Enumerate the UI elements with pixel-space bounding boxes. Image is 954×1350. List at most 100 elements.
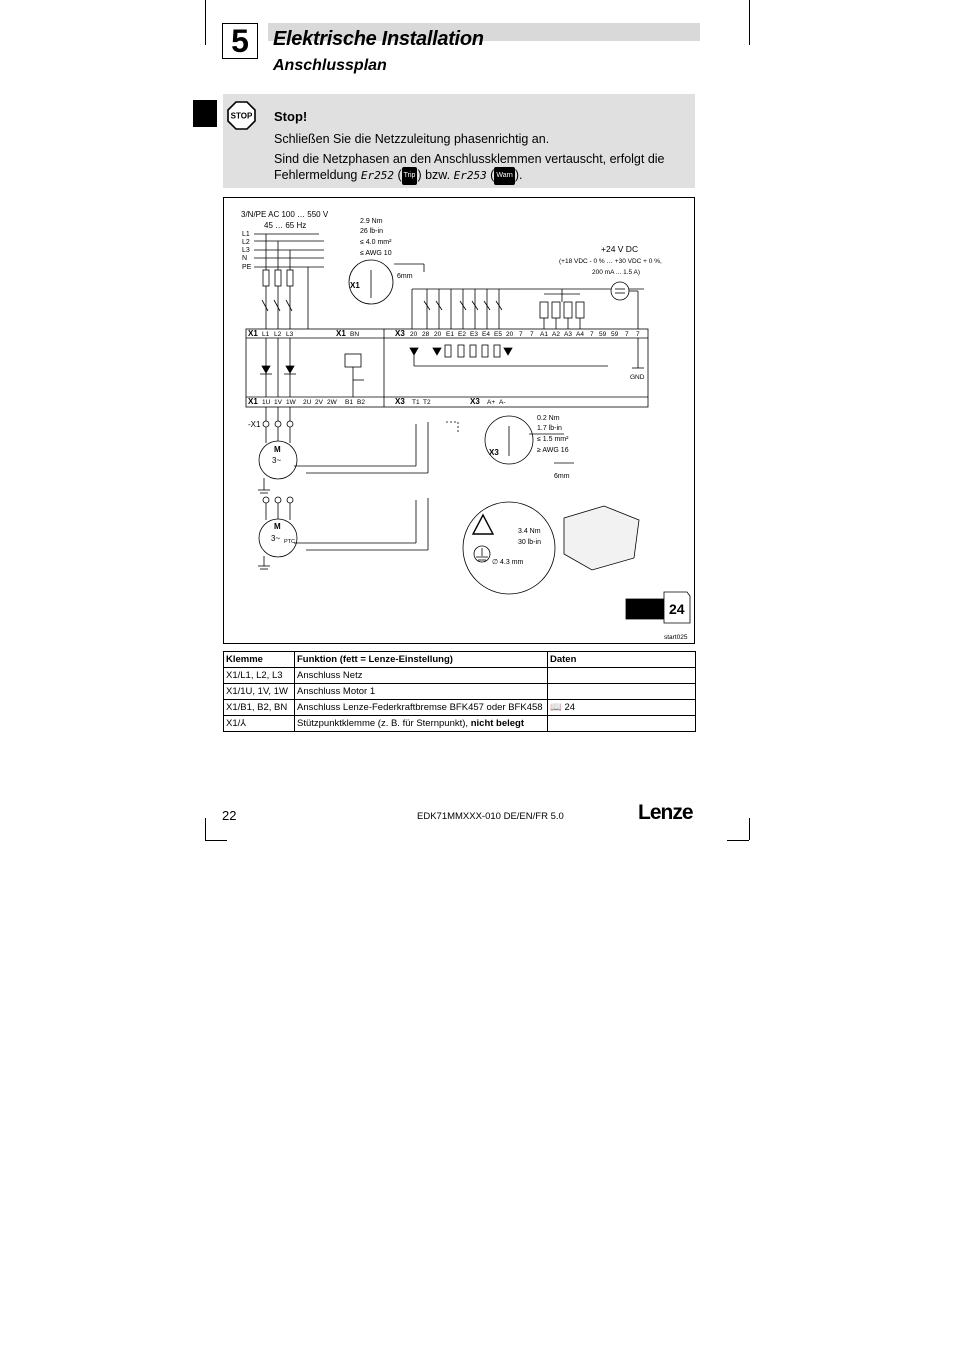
phase-label: L3 xyxy=(242,247,250,254)
terminal: L3 xyxy=(286,331,294,338)
terminal: 7 xyxy=(625,331,629,338)
pe-torque: 30 lb-in xyxy=(518,539,541,546)
terminal: E1 xyxy=(446,331,454,338)
torque-x1: 2.9 Nm xyxy=(360,218,383,225)
dc-title: +24 V DC xyxy=(601,244,638,254)
gnd-label: GND xyxy=(630,374,645,381)
x3-label: X3 xyxy=(489,448,499,457)
phase-label: N xyxy=(242,255,247,262)
x1-label: X1 xyxy=(248,397,258,406)
terminal: BN xyxy=(350,331,359,338)
page-title: Elektrische Installation xyxy=(273,28,484,50)
terminal-table: Klemme Funktion (fett = Lenze-Einstellun… xyxy=(223,651,696,732)
table-cell: Anschluss Lenze-Federkraftbremse BFK457 … xyxy=(294,699,548,716)
x1-label: X1 xyxy=(350,281,360,290)
terminal: L1 xyxy=(262,331,270,338)
table-cell: 📖 24 xyxy=(547,699,696,716)
terminal: 20 xyxy=(410,331,418,338)
table-cell: X1/B1, B2, BN xyxy=(223,699,295,716)
terminal: 7 xyxy=(519,331,523,338)
table-cell: X1/1U, 1V, 1W xyxy=(223,683,295,700)
function-text: Stützpunktklemme (z. B. für Sternpunkt), xyxy=(297,718,469,729)
table-header: Klemme xyxy=(223,651,295,668)
stop-line3-prefix: Fehlermeldung xyxy=(274,168,358,182)
motor-label: M xyxy=(274,445,281,454)
terminal: E4 xyxy=(482,331,490,338)
book-icon: 📖 xyxy=(550,702,562,713)
warn-badge: Warn xyxy=(494,167,515,185)
stop-text-line: Sind die Netzphasen an den Anschlussklem… xyxy=(274,152,665,166)
stop-icon-text: STOP xyxy=(231,112,253,121)
terminal: A1 xyxy=(540,331,548,338)
terminal: B2 xyxy=(357,399,365,406)
terminal: 2U xyxy=(303,399,312,406)
table-header: Funktion (fett = Lenze-Einstellung) xyxy=(294,651,548,668)
torque-x3: 1.7 lb-in xyxy=(537,425,562,432)
table-cell: X1/⅄ xyxy=(223,715,295,732)
table-cell xyxy=(547,683,696,700)
crop-mark xyxy=(205,0,206,45)
page-subtitle: Anschlussplan xyxy=(273,57,387,74)
terminal: E2 xyxy=(458,331,466,338)
terminal: 59 xyxy=(611,331,619,338)
strip-length-x1: 6mm xyxy=(397,273,413,280)
terminal: 7 xyxy=(530,331,534,338)
table-cell: Anschluss Motor 1 xyxy=(294,683,548,700)
table-row: X1/L1, L2, L3 Anschluss Netz xyxy=(223,667,696,684)
crop-mark xyxy=(205,818,206,840)
table-row: X1/1U, 1V, 1W Anschluss Motor 1 xyxy=(223,683,696,700)
torque-x3: 0.2 Nm xyxy=(537,415,560,422)
x3-label: X3 xyxy=(470,397,480,406)
terminal: E5 xyxy=(494,331,502,338)
crop-mark xyxy=(727,840,749,841)
wiring-diagram-svg: 3/N/PE AC 100 … 550 V 45 … 65 Hz L1 L2 L… xyxy=(241,210,691,641)
strip-length-x3: 6mm xyxy=(554,473,570,480)
function-bold-text: nicht belegt xyxy=(470,718,525,729)
phase-label: L1 xyxy=(242,231,250,238)
terminal: 1V xyxy=(274,399,283,406)
stop-text-line: Fehlermeldung Er252 (Trip) bzw. Er253 (W… xyxy=(274,167,522,185)
terminal: A+ xyxy=(487,399,495,406)
stop-text-line: Schließen Sie die Netzzuleitung phasenri… xyxy=(274,132,550,146)
terminal: 2W xyxy=(327,399,338,406)
title-bar xyxy=(268,23,700,41)
section-marker xyxy=(193,100,217,127)
stop-heading: Stop! xyxy=(274,109,308,124)
stop-notice xyxy=(223,94,695,188)
terminal: A2 xyxy=(552,331,560,338)
table-header: Daten xyxy=(547,651,696,668)
trip-badge: Trip xyxy=(401,167,418,185)
terminal: B1 xyxy=(345,399,353,406)
table-header-row: Klemme Funktion (fett = Lenze-Einstellun… xyxy=(223,651,696,668)
terminal: T1 xyxy=(412,399,420,406)
torque-x1: ≤ 4.0 mm² xyxy=(360,239,392,246)
stop-sign-icon: STOP xyxy=(227,101,256,130)
terminal: 59 xyxy=(599,331,607,338)
page-reference: 24 xyxy=(564,702,576,713)
page-ref-number: 24 xyxy=(669,601,685,617)
table-cell xyxy=(547,667,696,684)
crop-mark xyxy=(205,840,227,841)
crop-mark xyxy=(749,818,750,840)
terminal: L2 xyxy=(274,331,282,338)
torque-x3: ≥ AWG 16 xyxy=(537,447,569,454)
minus-x1-label: -X1 xyxy=(248,420,261,429)
x1-label: X1 xyxy=(336,329,346,338)
table-cell: X1/L1, L2, L3 xyxy=(223,667,295,684)
pe-torque: 3.4 Nm xyxy=(518,528,541,535)
motor-phase: 3~ xyxy=(272,456,281,465)
x3-label: X3 xyxy=(395,329,405,338)
dc-current: 200 mA ... 1.5 A) xyxy=(592,269,640,276)
ptc-label: PTC xyxy=(284,539,295,545)
crop-mark xyxy=(749,0,750,45)
terminal: A- xyxy=(499,399,506,406)
stop-line3-mid: bzw. xyxy=(425,168,451,182)
x1-label: X1 xyxy=(248,329,258,338)
phase-label: PE xyxy=(242,264,252,271)
document-code: EDK71MMXXX-010 DE/EN/FR 5.0 xyxy=(417,811,564,822)
phase-label: L2 xyxy=(242,239,250,246)
table-row: X1/B1, B2, BN Anschluss Lenze-Federkraft… xyxy=(223,699,696,716)
x3-label: X3 xyxy=(395,397,405,406)
error-code: Er253 xyxy=(453,169,487,182)
table-cell: Stützpunktklemme (z. B. für Sternpunkt),… xyxy=(294,715,548,732)
